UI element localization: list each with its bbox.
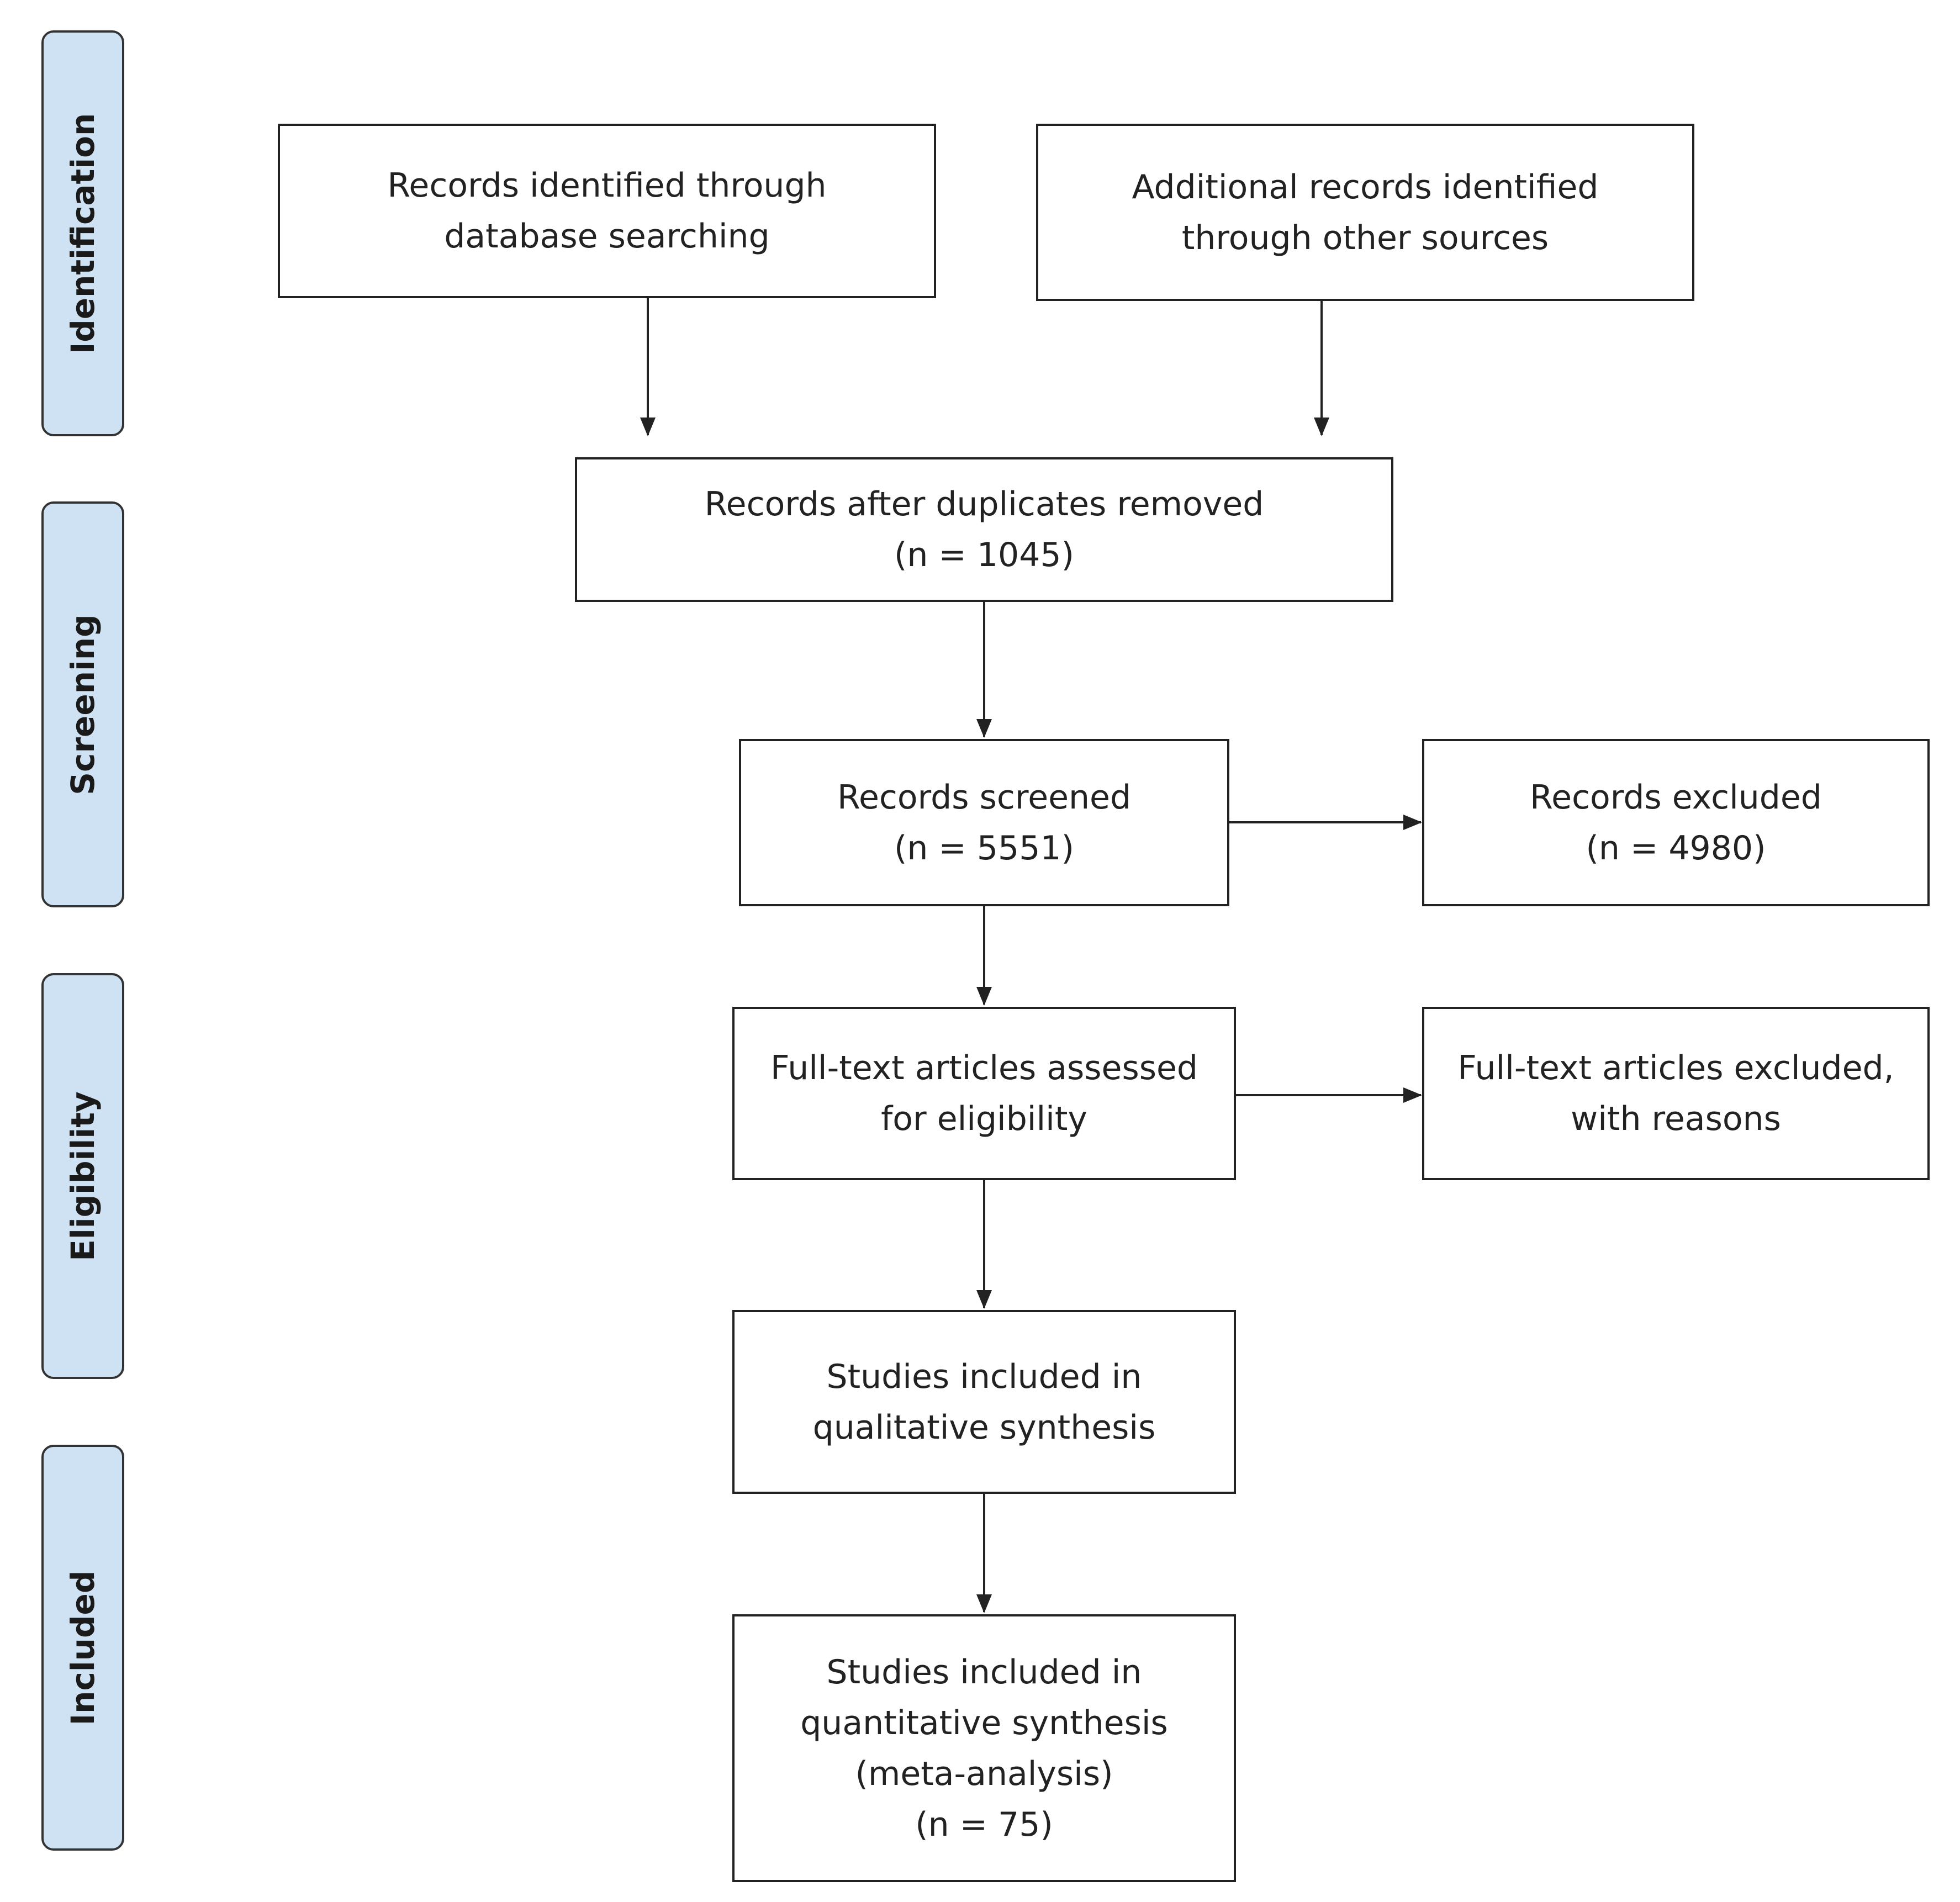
box-database-searching-line2: database searching [444, 217, 770, 256]
box-qualitative-synthesis-line1: Studies included in [826, 1357, 1142, 1396]
box-quantitative-synthesis-line3: (meta-analysis) [855, 1754, 1113, 1793]
box-fulltext-assessed-line1: Full-text articles assessed [770, 1049, 1198, 1087]
box-fulltext-assessed: Full-text articles assessed for eligibil… [732, 1007, 1236, 1180]
box-duplicates-removed-line1: Records after duplicates removed [704, 485, 1264, 524]
phase-eligibility: Eligibility [41, 973, 124, 1379]
box-records-excluded: Records excluded (n = 4980) [1422, 739, 1930, 906]
box-fulltext-excluded-line1: Full-text articles excluded, [1457, 1049, 1894, 1087]
box-records-screened-line2: (n = 5551) [894, 828, 1074, 868]
box-fulltext-excluded: Full-text articles excluded, with reason… [1422, 1007, 1930, 1180]
phase-screening: Screening [41, 501, 124, 907]
box-other-sources-line1: Additional records identified [1132, 167, 1599, 207]
box-duplicates-removed: Records after duplicates removed (n = 10… [575, 457, 1393, 602]
phase-included: Included [41, 1445, 124, 1851]
box-quantitative-synthesis-line2: quantitative synthesis [800, 1703, 1168, 1742]
box-qualitative-synthesis: Studies included in qualitative synthesi… [732, 1310, 1236, 1494]
box-quantitative-synthesis-line4: (n = 75) [915, 1805, 1053, 1844]
box-records-screened-line1: Records screened [837, 778, 1132, 817]
box-quantitative-synthesis: Studies included in quantitative synthes… [732, 1614, 1236, 1882]
box-fulltext-assessed-line2: for eligibility [881, 1100, 1087, 1138]
box-other-sources-line2: through other sources [1181, 218, 1549, 257]
box-records-excluded-line1: Records excluded [1530, 778, 1822, 817]
box-database-searching: Records identified through database sear… [278, 124, 936, 298]
box-duplicates-removed-line2: (n = 1045) [894, 536, 1074, 574]
box-database-searching-line1: Records identified through [387, 166, 827, 205]
box-qualitative-synthesis-line2: qualitative synthesis [812, 1408, 1156, 1447]
box-records-excluded-line2: (n = 4980) [1586, 828, 1766, 868]
phase-identification: Identification [41, 30, 124, 436]
box-other-sources: Additional records identified through ot… [1036, 124, 1694, 301]
box-fulltext-excluded-line2: with reasons [1571, 1100, 1781, 1138]
box-records-screened: Records screened (n = 5551) [739, 739, 1229, 906]
box-quantitative-synthesis-line1: Studies included in [826, 1652, 1142, 1692]
